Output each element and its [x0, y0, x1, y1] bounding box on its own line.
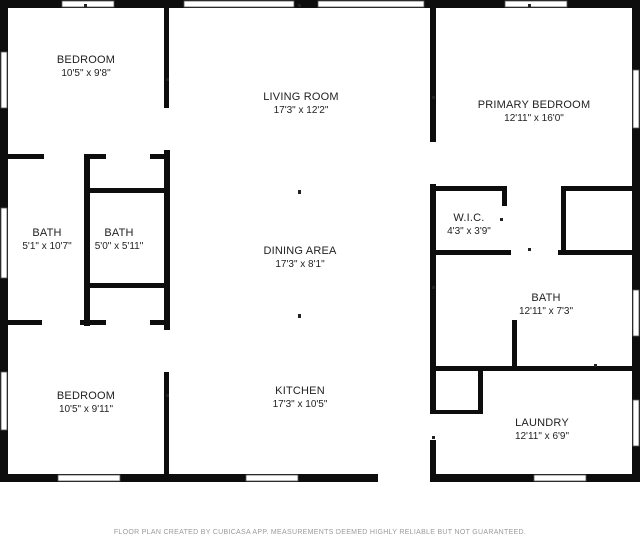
dining-area-name: DINING AREA	[263, 245, 337, 257]
window-right-3	[632, 399, 640, 447]
wic-name: W.I.C.	[453, 212, 484, 224]
window-bottom-2	[245, 474, 299, 482]
bedroom-bottom-dim: 10'5" x 9'11"	[59, 404, 114, 415]
primary-bedroom-name: PRIMARY BEDROOM	[478, 99, 591, 111]
window-top-4	[504, 0, 568, 8]
bath-right-name: BATH	[531, 292, 560, 304]
kitchen-dim: 17'3" x 10'5"	[273, 399, 328, 410]
window-left-1	[0, 51, 8, 109]
bath-mid-dim: 5'0" x 5'11"	[95, 241, 144, 252]
bath-left-name: BATH	[32, 227, 61, 239]
interior-walls	[8, 8, 635, 476]
markers	[84, 4, 597, 439]
bedroom-bottom-name: BEDROOM	[57, 390, 115, 402]
disclaimer-footer: FLOOR PLAN CREATED BY CUBICASA APP. MEAS…	[113, 529, 527, 536]
laundry-name: LAUNDRY	[515, 417, 569, 429]
laundry-dim: 12'11" x 6'9"	[515, 431, 570, 442]
living-room-name: LIVING ROOM	[263, 91, 339, 103]
bedroom-top-dim: 10'5" x 9'8"	[61, 68, 111, 79]
kitchen-name: KITCHEN	[275, 385, 325, 397]
bath-mid-name: BATH	[104, 227, 133, 239]
window-bottom-3	[533, 474, 587, 482]
bath-right-dim: 12'11" x 7'3"	[519, 306, 574, 317]
wic-dim: 4'3" x 3'9"	[447, 226, 491, 237]
room-labels: BEDROOM 10'5" x 9'8" LIVING ROOM 17'3" x…	[22, 54, 590, 442]
window-top-3	[317, 0, 425, 8]
primary-bedroom-dim: 12'11" x 16'0"	[504, 113, 564, 124]
window-right-2	[632, 289, 640, 337]
window-top-2	[183, 0, 295, 8]
dining-area-dim: 17'3" x 8'1"	[275, 259, 325, 270]
living-room-dim: 17'3" x 12'2"	[274, 105, 329, 116]
bedroom-top-name: BEDROOM	[57, 54, 115, 66]
windows	[0, 0, 640, 482]
window-right-1	[632, 69, 640, 129]
window-left-2	[0, 207, 8, 279]
window-left-3	[0, 371, 8, 431]
window-bottom-1	[57, 474, 121, 482]
window-top-1	[61, 0, 115, 8]
bath-left-dim: 5'1" x 10'7"	[22, 241, 72, 252]
